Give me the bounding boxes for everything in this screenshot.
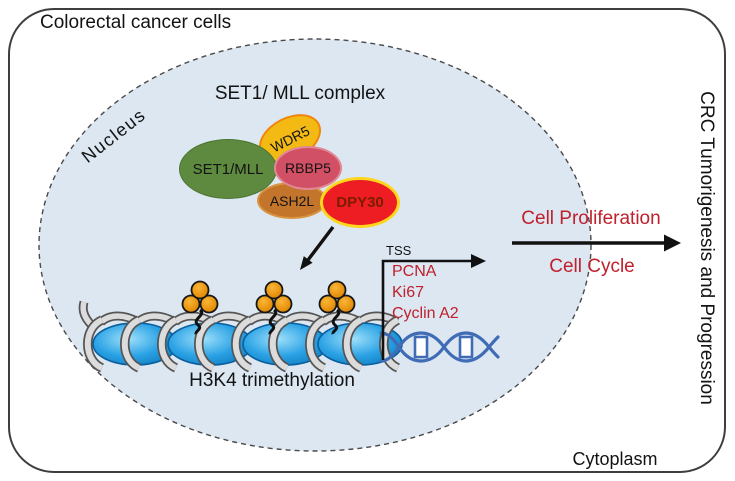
output-arrow <box>512 234 681 252</box>
subunit-label: SET1/MLL <box>192 160 264 178</box>
target-gene: PCNA <box>392 263 437 280</box>
dna-helix <box>379 331 500 363</box>
target-gene: Ki67 <box>392 284 425 301</box>
methyl-mark-icon <box>318 280 356 335</box>
subunit-set1-mll: SET1/MLL <box>179 139 277 199</box>
subunit-dpy30: DPY30 <box>320 177 400 228</box>
cell-cycle-label: Cell Cycle <box>549 256 635 277</box>
cytoplasm-label: Cytoplasm <box>572 449 658 469</box>
complex-title: SET1/ MLL complex <box>214 83 386 104</box>
tss-arrow <box>381 254 486 360</box>
target-gene: Cyclin A2 <box>392 305 459 322</box>
tss-label: TSS <box>386 243 412 258</box>
target-gene-list: PCNA Ki67 Cyclin A2 <box>392 261 459 324</box>
subunit-label: ASH2L <box>269 192 315 209</box>
subunit-rbbp5: RBBP5 <box>274 146 342 190</box>
h3k4me3-marks <box>181 280 356 335</box>
subunit-label: RBBP5 <box>285 160 331 176</box>
methyl-mark-icon <box>181 280 219 335</box>
complex-to-chromatin-arrow <box>300 225 335 270</box>
cell-membrane-border <box>8 8 726 473</box>
subunit-label: DPY30 <box>336 194 384 211</box>
cell-type-label: Colorectal cancer cells <box>40 12 232 33</box>
methyl-mark-icon <box>255 280 293 335</box>
h3k4-trimethylation-label: H3K4 trimethylation <box>189 370 355 391</box>
cell-proliferation-label: Cell Proliferation <box>521 208 661 229</box>
crc-tumorigenesis-label: CRC Tumorigenesis and Progression <box>696 91 717 405</box>
